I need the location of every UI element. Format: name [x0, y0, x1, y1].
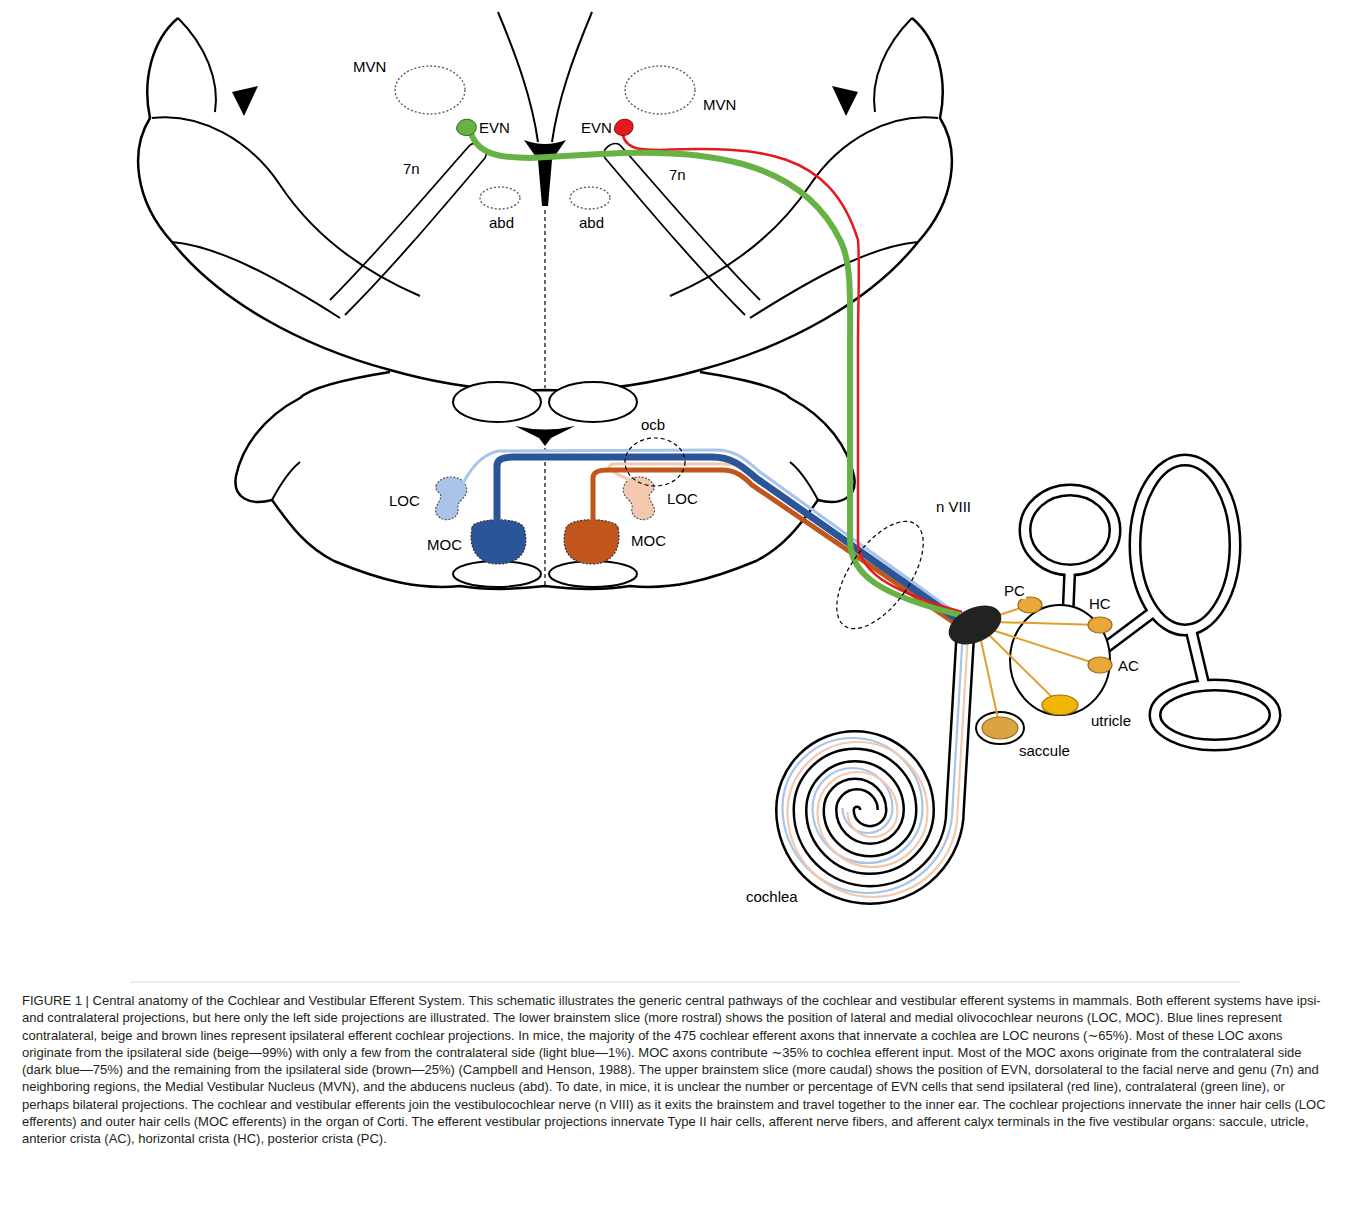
structure-label: EVN [580, 119, 613, 136]
peduncle-line [670, 117, 938, 296]
peduncle-line [152, 117, 420, 296]
structure-label: PC [1003, 582, 1026, 599]
vestibular-organ [1042, 695, 1078, 715]
vestibular-organ [1088, 657, 1112, 673]
canal-tube [1135, 460, 1235, 630]
canal-tube [1155, 685, 1275, 745]
evn-nucleus [614, 119, 633, 135]
nucleus-outline [480, 187, 520, 209]
black-wedge [232, 86, 258, 116]
midline [544, 210, 545, 388]
structure-label: abd [578, 214, 605, 231]
structure-label: LOC [388, 492, 421, 509]
canal-tube [1155, 685, 1275, 745]
structure-label: saccule [1018, 742, 1071, 759]
vestibular-organ [1088, 617, 1112, 633]
brainstem-outline [138, 18, 952, 390]
nerve-outline [820, 507, 940, 643]
structure-label: MOC [426, 536, 463, 553]
saccule-sac [976, 712, 1024, 744]
lobe-line [178, 18, 216, 112]
structure-label: HC [1088, 595, 1112, 612]
structure-label: MVN [352, 58, 387, 75]
loc-nucleus [623, 477, 654, 520]
canal-tube [1025, 490, 1115, 570]
structure-label: MOC [630, 532, 667, 549]
canal-tube [1135, 460, 1235, 630]
facial-nerve-tract [605, 158, 745, 315]
pyramid [453, 382, 541, 422]
structure-label: abd [488, 214, 515, 231]
red-fiber [622, 128, 962, 612]
ventral-bump [453, 561, 541, 587]
separator-line [130, 982, 1240, 983]
nucleus-outline [625, 66, 695, 114]
facial-nerve-tract [345, 158, 485, 315]
structure-label: n VIII [935, 498, 972, 515]
dark-blue-fiber [497, 457, 958, 620]
lobe-line [790, 462, 818, 500]
figure-caption: FIGURE 1 | Central anatomy of the Cochle… [22, 992, 1334, 1148]
structure-label: 7n [668, 166, 687, 183]
pyramid [549, 382, 637, 422]
evn-nucleus [457, 119, 477, 135]
cochlea-fiber [788, 642, 968, 897]
canal-tube [1025, 490, 1115, 570]
structure-label: MVN [702, 96, 737, 113]
facial-nerve-tract [620, 145, 760, 300]
nerve-junction [942, 598, 1007, 652]
ventral-bump [549, 561, 637, 587]
structure-label: cochlea [745, 888, 799, 905]
structure-label: ocb [640, 416, 666, 433]
green-fiber [470, 130, 960, 615]
midline [544, 448, 545, 586]
lobe-line [272, 462, 300, 500]
structure-label: utricle [1090, 712, 1132, 729]
structure-label: EVN [478, 119, 511, 136]
peduncle-line [750, 242, 918, 318]
nucleus-outline [395, 66, 465, 114]
vestibular-organ [982, 717, 1018, 739]
nucleus-outline [570, 187, 610, 209]
cochlea-fiber [783, 638, 963, 893]
facial-nerve-tract [330, 145, 470, 300]
vestibular-organ [1018, 597, 1042, 613]
structure-label: 7n [402, 160, 421, 177]
structure-label: AC [1117, 657, 1140, 674]
ventricle [515, 426, 575, 446]
black-wedge [832, 86, 858, 116]
ocb-outline [625, 438, 685, 486]
ventricle [524, 140, 566, 206]
peduncle-line [172, 242, 340, 318]
lobe-line [874, 18, 912, 112]
structure-label: LOC [666, 490, 699, 507]
